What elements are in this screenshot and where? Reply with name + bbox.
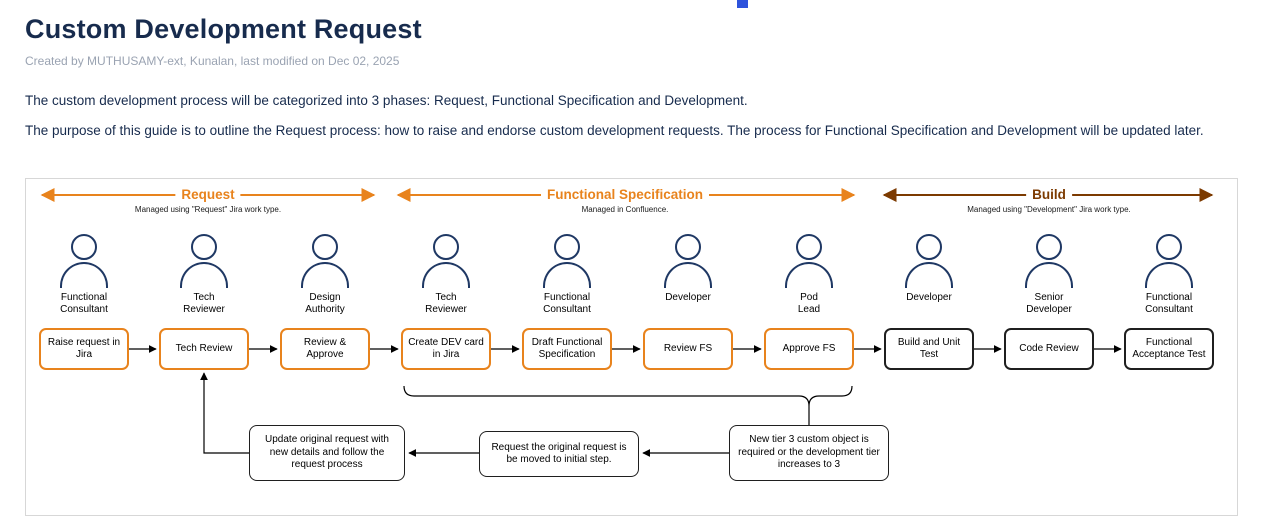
- step-box-create-dev-card: Create DEV card in Jira: [401, 328, 491, 370]
- role-label: Functional Consultant: [1145, 292, 1193, 315]
- phase-header-functional-specification: Functional Specification: [540, 187, 710, 202]
- person-icon: [1145, 234, 1193, 288]
- person-icon: [785, 234, 833, 288]
- role-label: Functional Consultant: [60, 292, 108, 315]
- diagram-column: Functional Consultant Functional Accepta…: [1109, 234, 1229, 370]
- diagram-column: Developer Review FS: [628, 234, 748, 370]
- step-box-approve-fs: Approve FS: [764, 328, 854, 370]
- diagram-column: Design Authority Review & Approve: [265, 234, 385, 370]
- page-title: Custom Development Request: [25, 14, 422, 44]
- phase-sublabel-request: Managed using "Request" Jira work type.: [134, 205, 282, 214]
- person-icon: [1025, 234, 1073, 288]
- person-icon: [422, 234, 470, 288]
- diagram-column: Tech Reviewer Create DEV card in Jira: [386, 234, 506, 370]
- step-box-code-review: Code Review: [1004, 328, 1094, 370]
- role-label: Tech Reviewer: [183, 292, 225, 315]
- page-byline: Created by MUTHUSAMY-ext, Kunalan, last …: [25, 54, 400, 68]
- phase-sublabel-build: Managed using "Development" Jira work ty…: [967, 205, 1131, 214]
- role-label: Design Authority: [305, 292, 345, 315]
- phase-sublabel-functional-specification: Managed in Confluence.: [581, 205, 669, 214]
- person-icon: [301, 234, 349, 288]
- role-label: Senior Developer: [1026, 292, 1072, 315]
- blue-marker: [737, 0, 748, 8]
- role-label: Functional Consultant: [543, 292, 591, 315]
- feedback-box-move-initial-step: Request the original request is be moved…: [479, 431, 639, 477]
- paragraph-intro: The custom development process will be c…: [25, 93, 748, 108]
- feedback-box-update-original-request: Update original request with new details…: [249, 425, 405, 481]
- diagram-column: Senior Developer Code Review: [989, 234, 1109, 370]
- diagram-column: Developer Build and Unit Test: [869, 234, 989, 370]
- person-icon: [905, 234, 953, 288]
- feedback-box-new-tier: New tier 3 custom object is required or …: [729, 425, 889, 481]
- paragraph-purpose: The purpose of this guide is to outline …: [25, 123, 1204, 138]
- step-box-build-unit-test: Build and Unit Test: [884, 328, 974, 370]
- process-diagram-canvas[interactable]: Request Managed using "Request" Jira wor…: [25, 178, 1238, 516]
- person-icon: [180, 234, 228, 288]
- step-box-review-fs: Review FS: [643, 328, 733, 370]
- role-label: Developer: [665, 292, 711, 303]
- diagram-column: Tech Reviewer Tech Review: [144, 234, 264, 370]
- diagram-column: Pod Lead Approve FS: [749, 234, 869, 370]
- step-box-tech-review: Tech Review: [159, 328, 249, 370]
- step-box-draft-functional-specification: Draft Functional Specification: [522, 328, 612, 370]
- role-label: Tech Reviewer: [425, 292, 467, 315]
- diagram-column: Functional Consultant Raise request in J…: [24, 234, 144, 370]
- phase-header-build: Build: [1026, 187, 1072, 202]
- step-box-raise-request: Raise request in Jira: [39, 328, 129, 370]
- phase-header-request: Request: [175, 187, 241, 202]
- person-icon: [664, 234, 712, 288]
- role-label: Pod Lead: [797, 292, 821, 315]
- person-icon: [543, 234, 591, 288]
- diagram-column: Functional Consultant Draft Functional S…: [507, 234, 627, 370]
- role-label: Developer: [906, 292, 952, 303]
- step-box-functional-acceptance-test: Functional Acceptance Test: [1124, 328, 1214, 370]
- person-icon: [60, 234, 108, 288]
- step-box-review-approve: Review & Approve: [280, 328, 370, 370]
